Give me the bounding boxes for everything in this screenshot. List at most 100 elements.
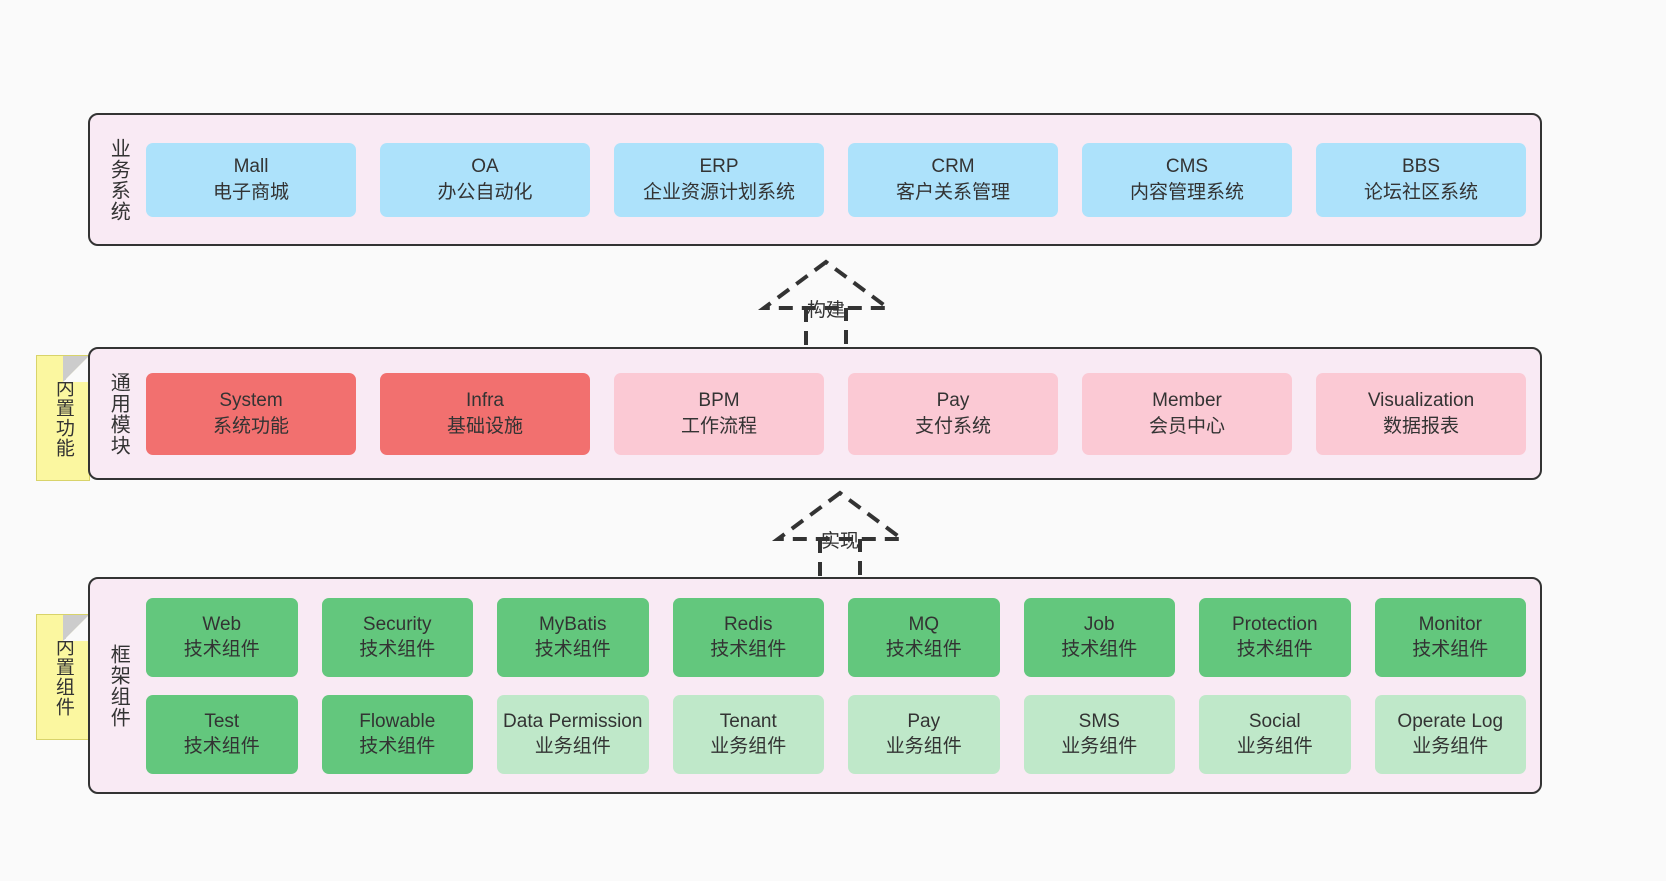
card-subtitle: 会员中心 (1148, 415, 1225, 437)
connector-realize-arrow: 实现 (750, 487, 930, 587)
card-cms[interactable]: CMS 内容管理系统 (1082, 142, 1292, 217)
card-title: MyBatis (538, 613, 607, 635)
card-protection[interactable]: Protection 技术组件 (1199, 597, 1351, 677)
card-title: Infra (465, 390, 505, 412)
card-title: Pay (936, 390, 970, 412)
note-label: 内置功能 (52, 378, 74, 458)
card-social[interactable]: Social 业务组件 (1199, 694, 1351, 774)
card-bbs[interactable]: BBS 论坛社区系统 (1316, 142, 1526, 217)
card-oa[interactable]: OA 办公自动化 (380, 142, 590, 217)
layer-business-system-body: Mall 电子商城 OA 办公自动化 ERP 企业资源计划系统 CRM 客户关系… (142, 121, 1530, 238)
card-title: Visualization (1367, 390, 1475, 412)
card-subtitle: 基础设施 (446, 415, 523, 437)
card-subtitle: 客户关系管理 (895, 181, 1010, 203)
card-title: Social (1248, 710, 1301, 732)
card-title: MQ (908, 613, 940, 635)
card-title: Protection (1231, 613, 1318, 635)
card-crm[interactable]: CRM 客户关系管理 (848, 142, 1058, 217)
card-mybatis[interactable]: MyBatis 技术组件 (497, 597, 649, 677)
layer-business-system-title: 业务系统 (107, 137, 130, 222)
card-title: Member (1152, 390, 1222, 412)
card-subtitle: 数据报表 (1382, 415, 1459, 437)
card-flowable[interactable]: Flowable 技术组件 (321, 694, 473, 774)
card-job[interactable]: Job 技术组件 (1023, 597, 1175, 677)
note-built-in-component: 内置组件 (36, 614, 90, 740)
card-mq[interactable]: MQ 技术组件 (848, 597, 1000, 677)
card-title: SMS (1078, 710, 1120, 732)
card-row: Test 技术组件 Flowable 技术组件 Data Permission … (146, 694, 1526, 774)
card-subtitle: 业务组件 (534, 736, 611, 757)
card-mall[interactable]: Mall 电子商城 (146, 142, 356, 217)
card-subtitle: 系统功能 (212, 415, 289, 437)
card-subtitle: 办公自动化 (437, 181, 533, 203)
card-pay-business[interactable]: Pay 业务组件 (848, 694, 1000, 774)
card-subtitle: 技术组件 (359, 639, 436, 660)
card-title: Flowable (359, 710, 436, 732)
card-erp[interactable]: ERP 企业资源计划系统 (614, 142, 824, 217)
card-subtitle: 技术组件 (359, 736, 436, 757)
card-row: Mall 电子商城 OA 办公自动化 ERP 企业资源计划系统 CRM 客户关系… (146, 142, 1526, 217)
card-title: OA (471, 156, 499, 178)
note-label: 内置组件 (52, 637, 74, 717)
layer-common-module-title: 通用模块 (107, 371, 130, 456)
card-title: Tenant (719, 710, 777, 732)
connector-build-label: 构建 (806, 300, 846, 321)
card-system[interactable]: System 系统功能 (146, 372, 356, 455)
card-title: Monitor (1418, 613, 1482, 635)
card-title: Mall (233, 156, 269, 178)
card-pay[interactable]: Pay 支付系统 (848, 372, 1058, 455)
card-subtitle: 支付系统 (914, 415, 991, 437)
card-title: Web (202, 613, 242, 635)
layer-framework-component-title: 框架组件 (107, 643, 130, 728)
card-subtitle: 论坛社区系统 (1363, 181, 1478, 203)
card-subtitle: 技术组件 (885, 639, 962, 660)
card-sms[interactable]: SMS 业务组件 (1023, 694, 1175, 774)
layer-framework-component-body: Web 技术组件 Security 技术组件 MyBatis 技术组件 Redi… (142, 585, 1530, 786)
card-data-permission[interactable]: Data Permission 业务组件 (497, 694, 649, 774)
card-title: Operate Log (1397, 710, 1504, 732)
connector-build-arrow: 构建 (736, 256, 916, 356)
card-row: Web 技术组件 Security 技术组件 MyBatis 技术组件 Redi… (146, 597, 1526, 677)
card-security[interactable]: Security 技术组件 (321, 597, 473, 677)
card-infra[interactable]: Infra 基础设施 (380, 372, 590, 455)
card-title: CMS (1165, 156, 1209, 178)
card-title: ERP (699, 156, 739, 178)
card-title: System (219, 390, 283, 412)
card-visualization[interactable]: Visualization 数据报表 (1316, 372, 1526, 455)
card-test[interactable]: Test 技术组件 (146, 694, 298, 774)
realize-arrow-shape (771, 490, 909, 585)
card-title: Data Permission (503, 710, 643, 732)
card-subtitle: 内容管理系统 (1129, 181, 1244, 203)
note-built-in-function: 内置功能 (36, 355, 90, 481)
card-title: CRM (931, 156, 975, 178)
card-title: Redis (723, 613, 773, 635)
card-bpm[interactable]: BPM 工作流程 (614, 372, 824, 455)
card-subtitle: 技术组件 (183, 736, 260, 757)
card-member[interactable]: Member 会员中心 (1082, 372, 1292, 455)
card-web[interactable]: Web 技术组件 (146, 597, 298, 677)
card-subtitle: 技术组件 (534, 639, 611, 660)
card-subtitle: 工作流程 (680, 415, 757, 437)
card-subtitle: 技术组件 (1236, 639, 1313, 660)
card-subtitle: 业务组件 (1412, 736, 1489, 757)
layer-business-system: 业务系统 Mall 电子商城 OA 办公自动化 ERP 企业资源计划系统 CRM… (88, 113, 1542, 246)
card-title: Job (1083, 613, 1115, 635)
card-title: BPM (698, 390, 740, 412)
card-monitor[interactable]: Monitor 技术组件 (1374, 597, 1526, 677)
card-redis[interactable]: Redis 技术组件 (672, 597, 824, 677)
card-tenant[interactable]: Tenant 业务组件 (672, 694, 824, 774)
card-operate-log[interactable]: Operate Log 业务组件 (1374, 694, 1526, 774)
card-subtitle: 业务组件 (1236, 736, 1313, 757)
card-row: System 系统功能 Infra 基础设施 BPM 工作流程 Pay 支付系统… (146, 372, 1526, 455)
card-subtitle: 技术组件 (183, 639, 260, 660)
layer-common-module-body: System 系统功能 Infra 基础设施 BPM 工作流程 Pay 支付系统… (142, 355, 1530, 472)
card-subtitle: 业务组件 (710, 736, 787, 757)
build-arrow-shape (757, 259, 895, 354)
card-subtitle: 技术组件 (710, 639, 787, 660)
card-subtitle: 业务组件 (1061, 736, 1138, 757)
card-title: BBS (1401, 156, 1441, 178)
layer-framework-component: 框架组件 Web 技术组件 Security 技术组件 MyBatis 技术组件… (88, 577, 1542, 794)
card-subtitle: 企业资源计划系统 (642, 181, 795, 203)
card-subtitle: 电子商城 (212, 181, 289, 203)
card-title: Test (204, 710, 240, 732)
